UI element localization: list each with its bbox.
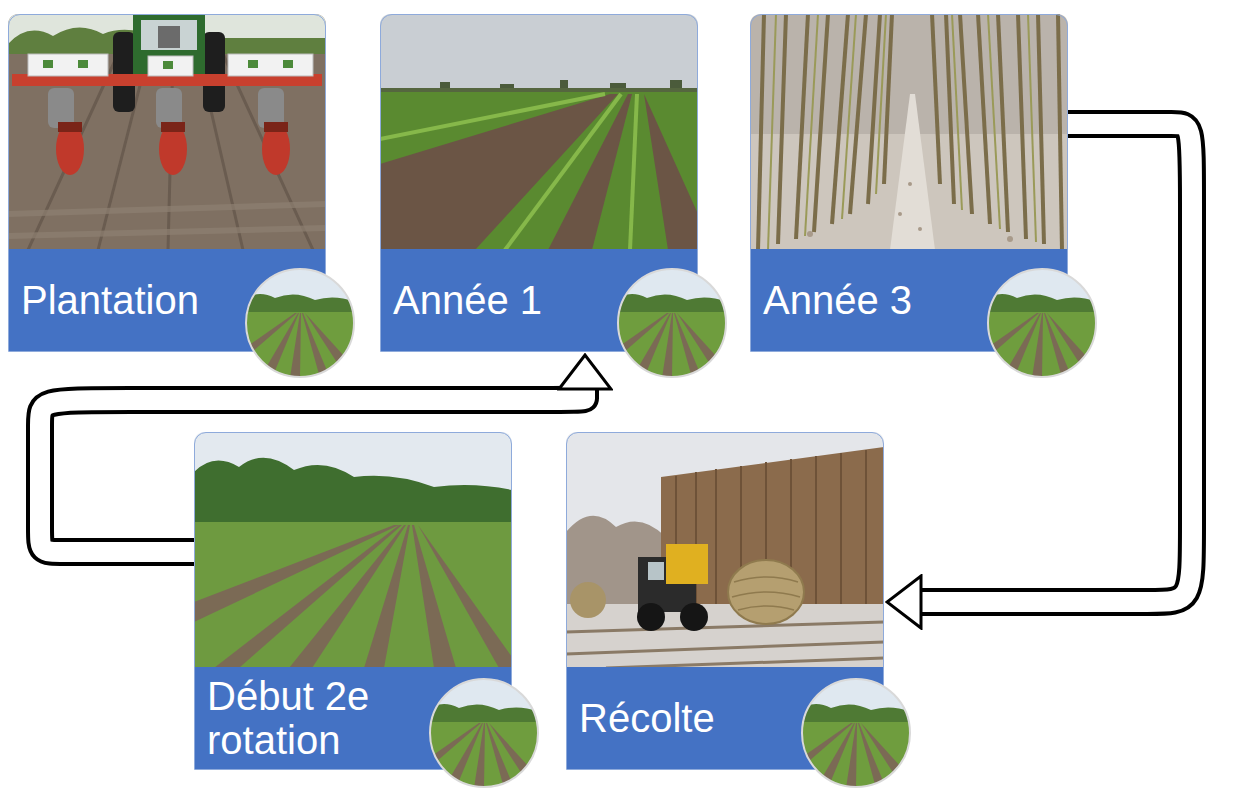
stage-card: Plantation	[8, 14, 326, 352]
label-bar: Plantation	[9, 249, 325, 351]
stage-label: Année 3	[763, 278, 978, 322]
label-bar: Début 2e rotation	[195, 667, 511, 769]
label-bar: Récolte	[567, 667, 883, 769]
label-block: Début 2e rotation	[207, 674, 422, 762]
stage-card: Début 2e rotation	[194, 432, 512, 770]
planting-photo	[8, 14, 326, 250]
stage-card: Année 3	[750, 14, 1068, 352]
field-thumbnail	[245, 268, 355, 378]
cycle-arrow	[40, 389, 585, 552]
arrow-outline	[40, 389, 585, 552]
label-block: Année 1	[393, 278, 608, 322]
field-thumbnail	[801, 678, 911, 788]
first-year-photo	[380, 14, 698, 250]
arrow-body	[921, 124, 1192, 602]
third-year-photo	[750, 14, 1068, 250]
harvest-photo	[566, 432, 884, 668]
label-block: Plantation	[21, 278, 236, 322]
label-bar: Année 3	[751, 249, 1067, 351]
label-block: Année 3	[763, 278, 978, 322]
stage-card: Récolte	[566, 432, 884, 770]
stage-card: Année 1	[380, 14, 698, 352]
field-thumbnail	[429, 678, 539, 788]
stage-label: Plantation	[21, 278, 236, 322]
label-bar: Année 1	[381, 249, 697, 351]
stage-label: Récolte	[579, 696, 794, 740]
stage-label: Année 1	[393, 278, 608, 322]
field-thumbnail	[987, 268, 1097, 378]
stage-label: Début 2e rotation	[207, 674, 422, 762]
cycle-arrow	[921, 124, 1192, 602]
arrow-outline	[921, 124, 1192, 602]
label-block: Récolte	[579, 696, 794, 740]
second-rotation-photo	[194, 432, 512, 668]
arrow-body	[40, 389, 585, 552]
field-thumbnail	[617, 268, 727, 378]
